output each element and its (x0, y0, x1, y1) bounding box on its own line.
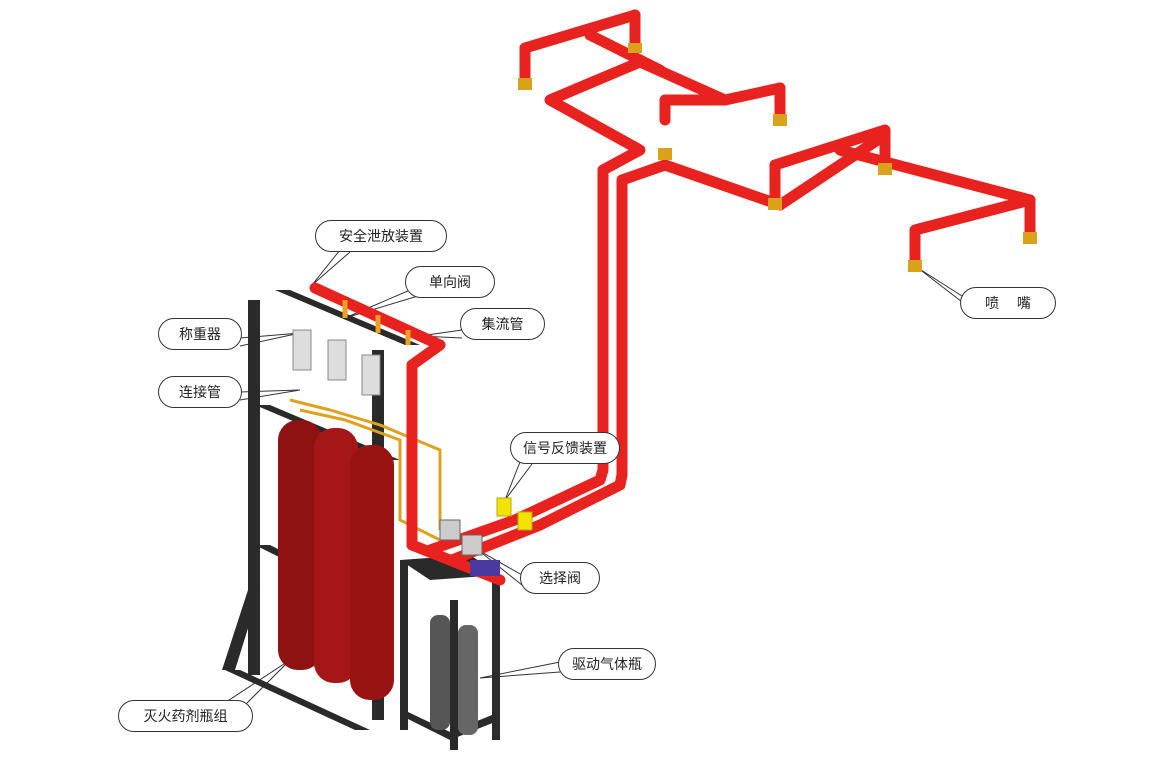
nozzles (518, 43, 1037, 272)
selector-valves (439, 519, 483, 556)
check-valves (342, 300, 411, 345)
callout-agent-cylinder-group: 灭火药剂瓶组 (118, 700, 253, 732)
drive-gas-cylinders (430, 615, 478, 735)
pipe-network (309, 9, 1036, 586)
callout-check-valve: 单向阀 (405, 266, 495, 298)
callout-signal-feedback: 信号反馈装置 (510, 432, 620, 464)
callout-drive-gas-cylinder: 驱动气体瓶 (558, 648, 656, 680)
signal-feedback-devices (496, 497, 533, 531)
selector-valve-manifold (470, 560, 500, 576)
callout-weighing-device: 称重器 (158, 318, 242, 350)
callout-connecting-pipe: 连接管 (158, 376, 242, 408)
callout-nozzle: 喷 嘴 (960, 287, 1056, 319)
agent-cylinders (278, 420, 394, 700)
weighing-devices (292, 329, 381, 396)
callout-safety-release: 安全泄放装置 (315, 220, 447, 252)
callout-manifold: 集流管 (460, 308, 545, 340)
callout-selector-valve: 选择阀 (520, 562, 600, 594)
